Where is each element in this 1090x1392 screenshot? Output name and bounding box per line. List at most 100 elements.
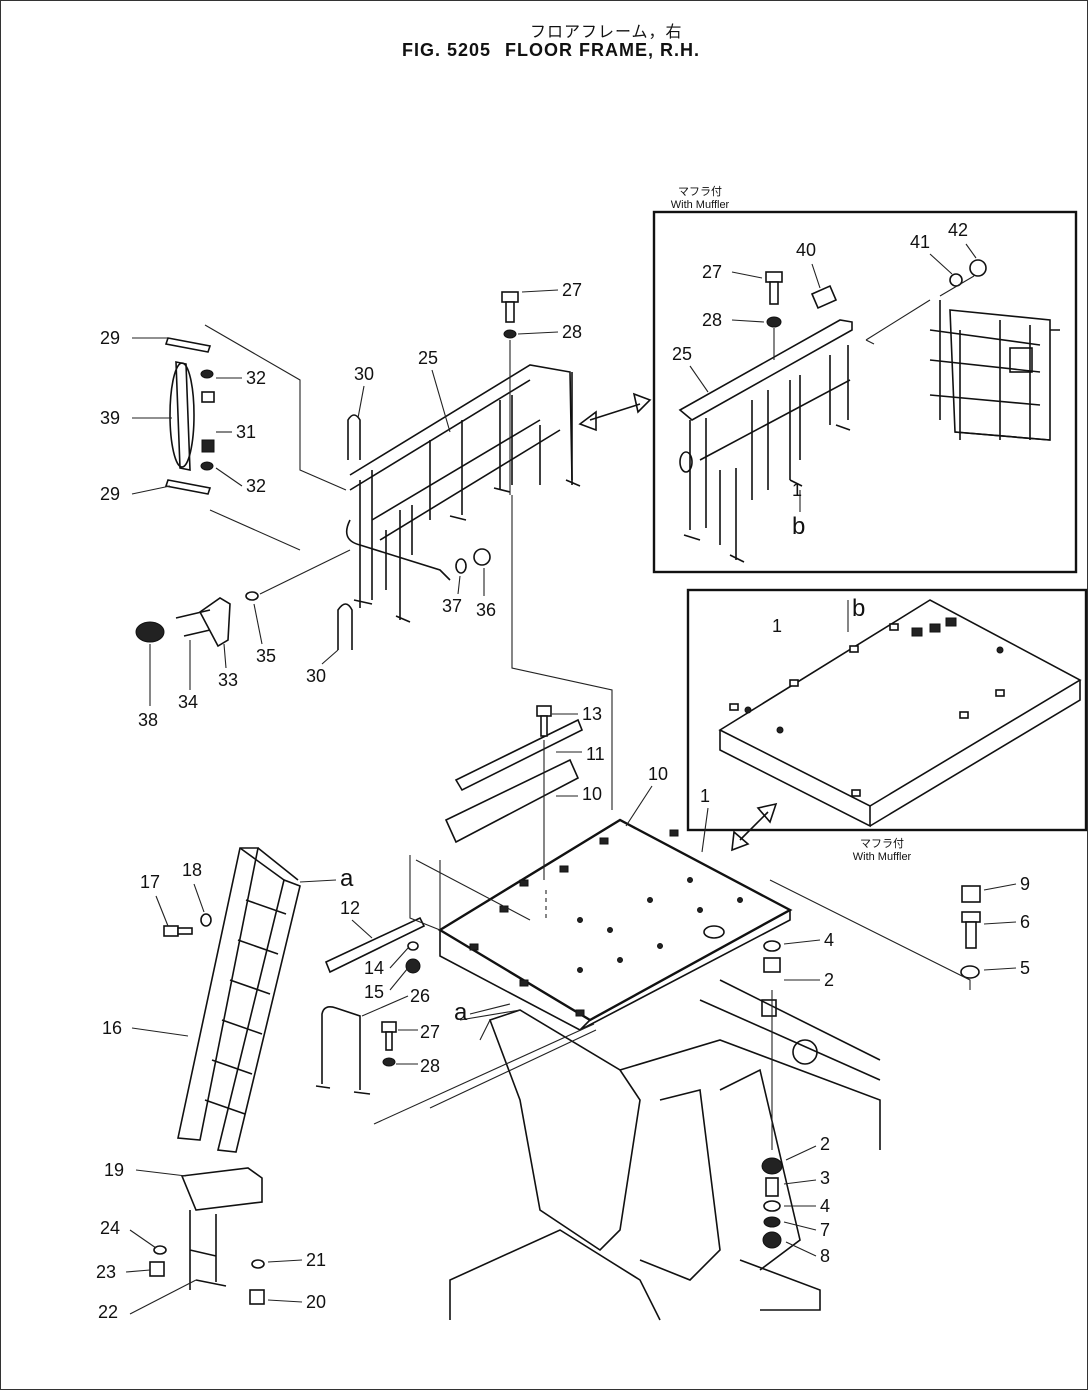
callout-41: 41 [910,232,930,252]
callout-26: 26 [410,986,430,1006]
callout-leader-9 [983,883,1017,891]
callout-6: 6 [1020,912,1030,932]
callout-leader-30-bottom [321,649,339,665]
lower-inset-box [686,588,1088,832]
callout-leader-24 [129,1229,157,1249]
callout-leader-26 [361,995,409,1017]
callout-7: 7 [820,1220,830,1240]
callout-leader-3 [783,1179,817,1185]
callout-27-main: 27 [562,280,582,300]
callout-38: 38 [138,710,158,730]
callout-32-bottom: 32 [246,476,266,496]
callout-42: 42 [948,220,968,240]
leader-bolt-27 [509,340,613,810]
callout-31: 31 [236,422,256,442]
callout-18: 18 [182,860,202,880]
callout-leader-2-bottom [785,1145,817,1161]
upper-inset-caption-jp: マフラ付 [678,186,722,198]
callout-33: 33 [218,670,238,690]
callout-10-a: 10 [582,784,602,804]
ref-a-top: a [340,865,354,892]
inset-fasteners [765,259,987,360]
callout-leader-12 [351,919,373,939]
callout-leader-17 [155,895,169,927]
callout-10-b: 10 [648,764,668,784]
callout-leader-21 [267,1259,303,1263]
callout-20: 20 [306,1292,326,1312]
callout-9: 9 [1020,874,1030,894]
callout-17: 17 [140,872,160,892]
nut-36 [473,548,491,566]
callout-leader-19 [135,1169,187,1177]
mount-fasteners-top [763,879,981,990]
callout-35: 35 [256,646,276,666]
ref-a-leaders [299,879,511,1015]
callout-24: 24 [100,1218,120,1238]
callout-1-inset-lower: 1 [772,616,782,636]
callout-leader-20 [267,1299,303,1303]
callout-leader-16 [131,1027,189,1037]
callout-14: 14 [364,958,384,978]
lower-inset-caption: マフラ付 With Muffler [832,838,932,864]
callout-leader-40 [811,263,821,289]
callout-8: 8 [820,1246,830,1266]
machine-frame-structure [449,979,881,1321]
callout-30-top: 30 [354,364,374,384]
callout-37: 37 [442,596,462,616]
handle-assembly [164,324,347,551]
bracket-19 [149,1167,265,1305]
callout-11: 11 [586,744,605,764]
mount-fasteners-bottom [761,990,783,1249]
callout-leader-14 [389,947,409,969]
callout-27-inset: 27 [702,262,722,282]
lower-inset-caption-jp: マフラ付 [860,838,904,850]
callout-23: 23 [96,1262,116,1282]
callout-2-top: 2 [824,970,834,990]
callout-5: 5 [1020,958,1030,978]
washer-37 [455,558,467,574]
lower-inset-caption-en: With Muffler [852,851,912,863]
callout-leader-8 [785,1241,817,1257]
latch-assembly [135,549,351,648]
callout-34: 34 [178,692,198,712]
callout-4-top: 4 [824,930,834,950]
callout-28-inset: 28 [702,310,722,330]
callout-1-main: 1 [700,786,710,806]
callout-leader-42 [965,243,977,259]
ref-b-upper: b [792,513,805,540]
title-japanese: フロアフレーム，右 [530,22,683,41]
callout-leader-41 [929,253,953,275]
inset-muffler-cage [865,299,1060,441]
callout-39: 39 [100,408,120,428]
callout-15: 15 [364,982,384,1002]
callout-leader-25-main [431,369,451,433]
main-handrail [345,364,581,623]
bolt-27-main [501,291,519,339]
callout-29-top: 29 [100,328,120,348]
callout-leader-25-inset [689,365,709,393]
callout-leader-15 [389,967,409,991]
upper-inset-caption-en: With Muffler [670,199,730,211]
callout-leader-27-main [521,289,559,293]
callout-leader-4-top [783,939,821,945]
callout-19: 19 [104,1160,124,1180]
callout-36: 36 [476,600,496,620]
callout-21: 21 [306,1250,326,1270]
callout-leader-28-main [517,331,559,335]
callout-25-main: 25 [418,348,438,368]
callout-leader-30-top [357,385,365,419]
ladder-16 [163,847,301,1153]
assembly-guide-lines [415,859,597,1109]
main-floor-plate [437,818,793,1031]
figure-number: FIG. 5205 [402,40,492,60]
callout-leader-10-b [625,785,653,827]
callout-12: 12 [340,898,360,918]
u-bolt-parts [337,414,361,650]
exchange-arrow-upper [578,392,652,432]
callout-25-inset: 25 [672,344,692,364]
upper-inset-box [652,210,1078,574]
